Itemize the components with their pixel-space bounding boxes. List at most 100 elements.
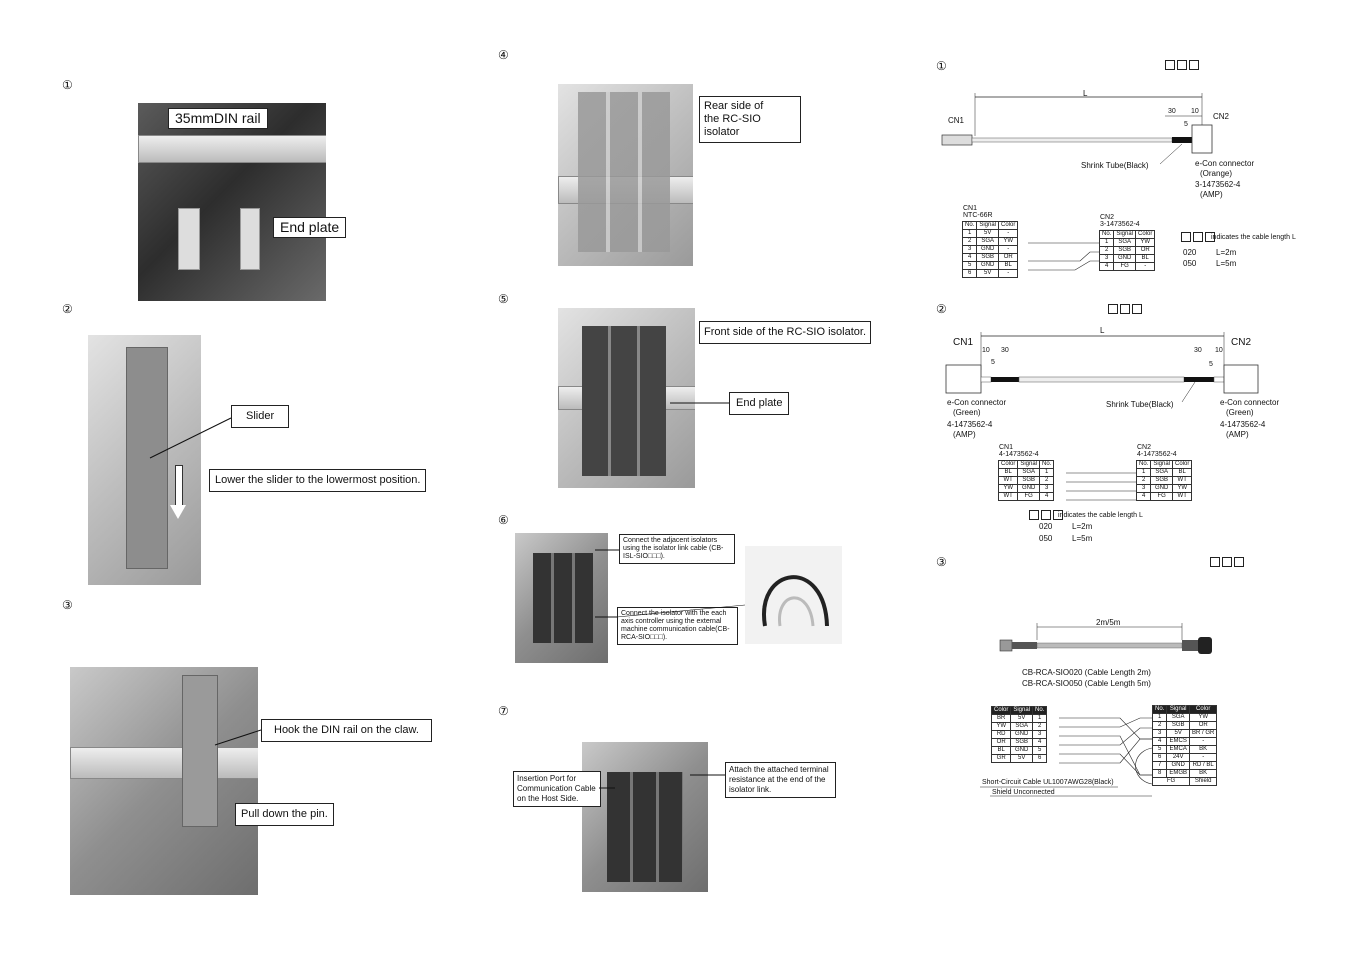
d1-number: ① [936, 59, 947, 73]
hook-isolator-graphic [182, 675, 218, 827]
end-plate-graphic-1 [178, 208, 200, 270]
slider-label: Slider [231, 405, 290, 428]
rear-side-photo [558, 84, 693, 266]
pull-pin-label: Pull down the pin. [235, 803, 334, 826]
d3-shield-label: Shield Unconnected [992, 789, 1055, 796]
d2-dim-10-right: 10 [1215, 347, 1223, 354]
d1-table1-subtitle: NTC-66R [963, 212, 993, 219]
d1-part-label: 3-1473562-4 [1195, 180, 1241, 189]
step6-number: ⑥ [498, 513, 509, 527]
din-rail-label: 35mmDIN rail [168, 108, 268, 129]
front-side-photo [558, 308, 695, 488]
d2-green-left: (Green) [953, 408, 981, 417]
d2-amp-right: (AMP) [1226, 430, 1249, 439]
cable-loop-graphic [762, 575, 829, 627]
link-isolators-graphic [533, 553, 593, 643]
d1-indicates-label: indicates the cable length L [1211, 234, 1296, 241]
d1-color-label: (Orange) [1200, 169, 1233, 178]
slider-photo [88, 335, 201, 585]
hook-rail-graphic [70, 747, 258, 779]
d1-econ-label: e-Con connector [1195, 159, 1255, 168]
d1-dim-10: 10 [1191, 108, 1199, 115]
d3-model-suffix-boxes [1210, 557, 1244, 567]
d2-indicates-label: indicates the cable length L [1058, 512, 1143, 519]
table-cell: 4 [1135, 492, 1152, 501]
d1-table2-subtitle: 3-1473562-4 [1100, 221, 1140, 228]
d2-table2-subtitle: 4-1473562-4 [1137, 451, 1177, 458]
d1-legend-boxes [1181, 232, 1215, 242]
d2-table1-title: CN1 [999, 444, 1014, 451]
d2-model-suffix-boxes [1108, 304, 1142, 314]
adjacent-isolators-label: Connect the adjacent isolators using the… [619, 534, 735, 564]
d1-model-suffix-boxes [1165, 60, 1199, 70]
d3-model-2m: CB-RCA-SIO020 (Cable Length 2m) [1022, 668, 1151, 677]
table-cell: 6 [1032, 754, 1048, 763]
insertion-port-label: Insertion Port for Communication Cable o… [513, 771, 601, 807]
d1-cn1-label: CN1 [948, 116, 965, 125]
d2-econ-left: e-Con connector [947, 398, 1007, 407]
link-cable-photo [515, 533, 608, 663]
step3-number: ③ [62, 598, 73, 612]
d1-len020-value: L=2m [1216, 248, 1237, 257]
d2-cn1-label: CN1 [953, 337, 974, 348]
rear-isolators-graphic [578, 92, 670, 252]
d2-legend-boxes [1029, 510, 1063, 520]
din-rail-photo [138, 103, 326, 301]
terminal-isolators-graphic [607, 772, 683, 882]
d2-green-right: (Green) [1226, 408, 1254, 417]
front-isolators-graphic [582, 326, 666, 476]
rear-side-line1: Rear side of [704, 100, 764, 112]
table-cell: 4 [1098, 262, 1115, 271]
d1-length-label: L [1083, 89, 1088, 98]
terminal-photo [582, 742, 708, 892]
external-cable-label: Connect the isolator with the each axis … [617, 607, 738, 645]
table-cell: Shield [1189, 777, 1218, 786]
d3-number: ③ [936, 555, 947, 569]
front-side-label: Front side of the RC-SIO isolator. [699, 321, 872, 344]
rear-side-label: Rear side of the RC-SIO isolator [699, 96, 801, 143]
rear-side-line2: the RC-SIO isolator [704, 113, 761, 138]
d2-shrink-label: Shrink Tube(Black) [1106, 400, 1174, 409]
d2-number: ② [936, 302, 947, 316]
d1-table1-title: CN1 [963, 205, 978, 212]
d2-len020-code: 020 [1039, 522, 1053, 531]
lower-slider-label: Lower the slider to the lowermost positi… [209, 469, 427, 492]
d2-econ-right: e-Con connector [1220, 398, 1280, 407]
terminal-resistance-label: Attach the attached terminal resistance … [725, 762, 836, 798]
d2-dim-30-right: 30 [1194, 347, 1202, 354]
table-cell: - [1135, 262, 1156, 271]
end-plate-label: End plate [273, 217, 347, 238]
d3-model-5m: CB-RCA-SIO050 (Cable Length 5m) [1022, 679, 1151, 688]
d3-short-circuit-label: Short-Circuit Cable UL1007AWG28(Black) [982, 779, 1114, 786]
d1-dim-5: 5 [1184, 121, 1188, 128]
d2-part-right: 4-1473562-4 [1220, 420, 1266, 429]
d2-length-label: L [1100, 326, 1105, 335]
step4-number: ④ [498, 48, 509, 62]
hook-rail-label: Hook the DIN rail on the claw. [261, 719, 432, 742]
din-rail-graphic [138, 135, 326, 163]
d2-dim-30-left: 30 [1001, 347, 1009, 354]
step7-number: ⑦ [498, 704, 509, 718]
cable-photo [745, 546, 842, 644]
step2-number: ② [62, 302, 73, 316]
step1-number: ① [62, 78, 73, 92]
